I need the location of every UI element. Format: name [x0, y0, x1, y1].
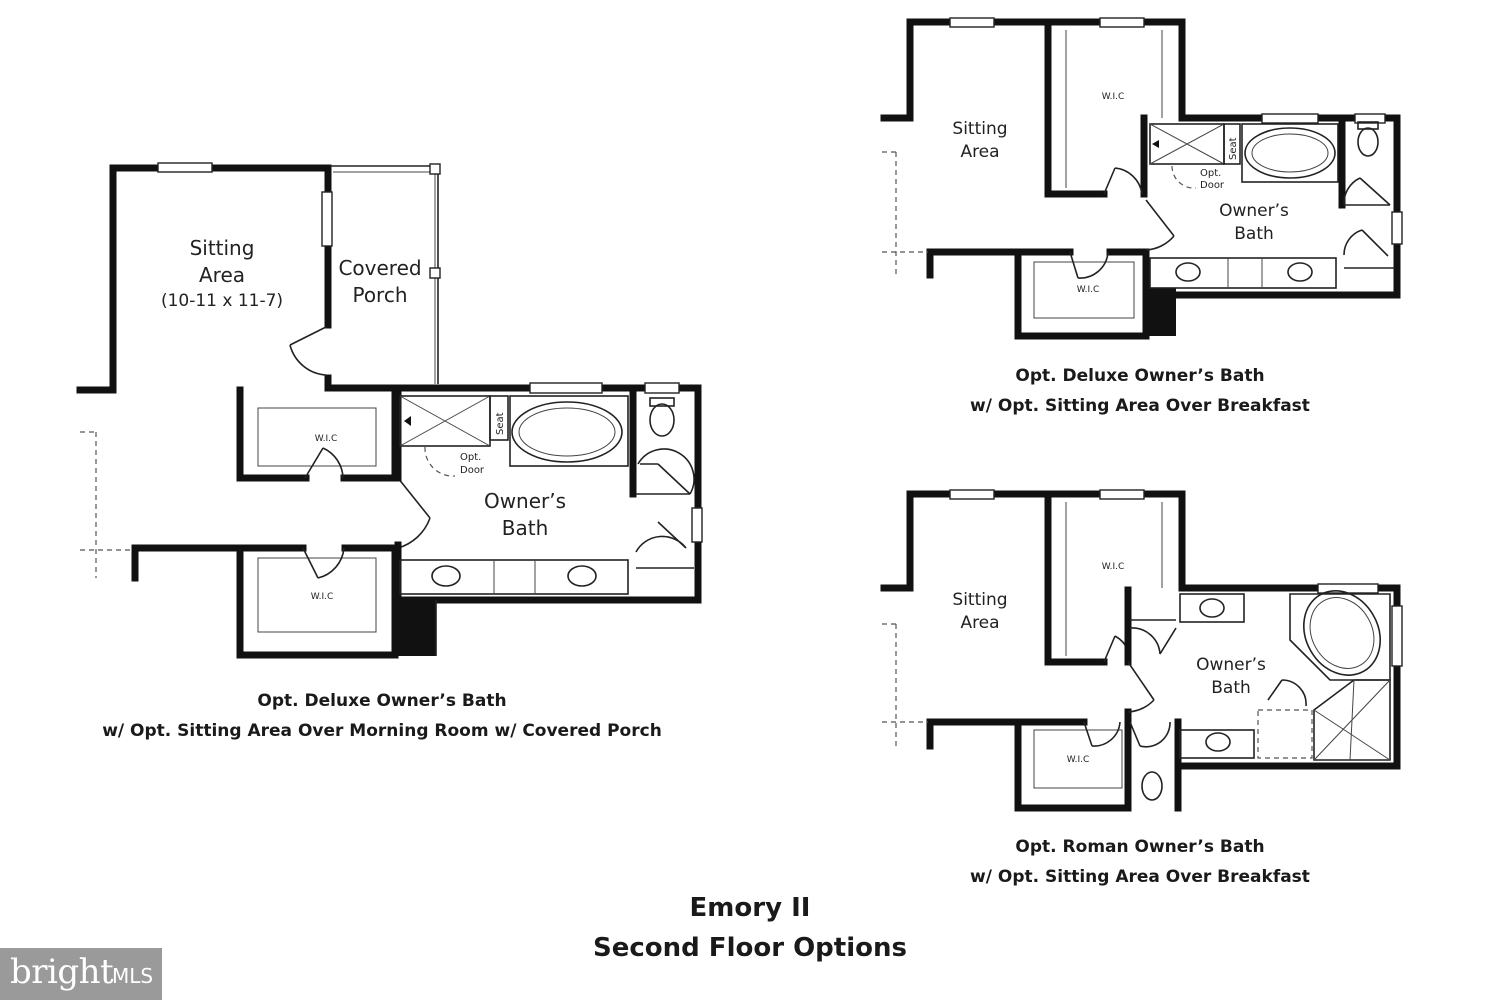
opt-door-label-1: Opt. — [1200, 168, 1221, 179]
page-subtitle: Second Floor Options — [593, 933, 907, 963]
covered-porch-label: Covered — [338, 256, 421, 280]
caption-bottom-right-line-2: w/ Opt. Sitting Area Over Breakfast — [970, 867, 1310, 887]
sitting-area-dims: (10-11 x 11-7) — [161, 291, 283, 311]
caption-bottom-right: Opt. Roman Owner’s Bath w/ Opt. Sitting … — [940, 832, 1340, 892]
page-title: Emory II — [689, 893, 811, 923]
plan-left: W.I.C W.I.C Seat Opt. Door — [76, 162, 703, 659]
wic-top-label: W.I.C — [1102, 562, 1125, 572]
sitting-area-label: Sitting — [190, 236, 255, 260]
owners-bath-label: Owner’s — [484, 489, 566, 513]
sitting-area-label-2: Area — [960, 142, 999, 162]
wic-top-label: W.I.C — [315, 434, 338, 444]
wic-bottom-label: W.I.C — [311, 592, 334, 602]
owners-bath-label-2: Bath — [1211, 678, 1251, 698]
covered-porch-label-2: Porch — [352, 283, 407, 307]
bright-mls-watermark: bright MLS — [0, 948, 162, 1000]
wic-top-label: W.I.C — [1102, 92, 1125, 102]
wic-bottom-label: W.I.C — [1067, 755, 1090, 765]
caption-left-line-2: w/ Opt. Sitting Area Over Morning Room w… — [102, 721, 662, 741]
caption-top-right-line-2: w/ Opt. Sitting Area Over Breakfast — [970, 396, 1310, 416]
owners-bath-label-2: Bath — [502, 516, 549, 540]
opt-door-label-2: Door — [460, 465, 485, 476]
sitting-area-label-2: Area — [199, 263, 245, 287]
caption-top-right-line-1: Opt. Deluxe Owner’s Bath — [1015, 366, 1265, 386]
plan-bottom-right: W.I.C W.I.C Sitting Are — [880, 489, 1403, 812]
owners-bath-label-2: Bath — [1234, 224, 1274, 244]
sitting-area-label-2: Area — [960, 613, 999, 633]
opt-door-label-1: Opt. — [460, 452, 481, 463]
caption-left: Opt. Deluxe Owner’s Bath w/ Opt. Sitting… — [82, 686, 682, 746]
owners-bath-label: Owner’s — [1196, 655, 1266, 675]
caption-top-right: Opt. Deluxe Owner’s Bath w/ Opt. Sitting… — [940, 361, 1340, 421]
seat-label: Seat — [1228, 137, 1239, 160]
watermark-brand: bright — [10, 952, 114, 992]
owners-bath-label: Owner’s — [1219, 201, 1289, 221]
seat-label: Seat — [495, 412, 506, 435]
plan-top-right: W.I.C W.I.C Seat Opt. Door — [880, 17, 1403, 340]
opt-door-label-2: Door — [1200, 180, 1225, 191]
sitting-area-label: Sitting — [952, 590, 1007, 610]
caption-bottom-right-line-1: Opt. Roman Owner’s Bath — [1015, 837, 1265, 857]
caption-left-line-1: Opt. Deluxe Owner’s Bath — [257, 691, 507, 711]
wic-bottom-label: W.I.C — [1077, 285, 1100, 295]
watermark-suffix: MLS — [112, 964, 154, 988]
sitting-area-label: Sitting — [952, 119, 1007, 139]
